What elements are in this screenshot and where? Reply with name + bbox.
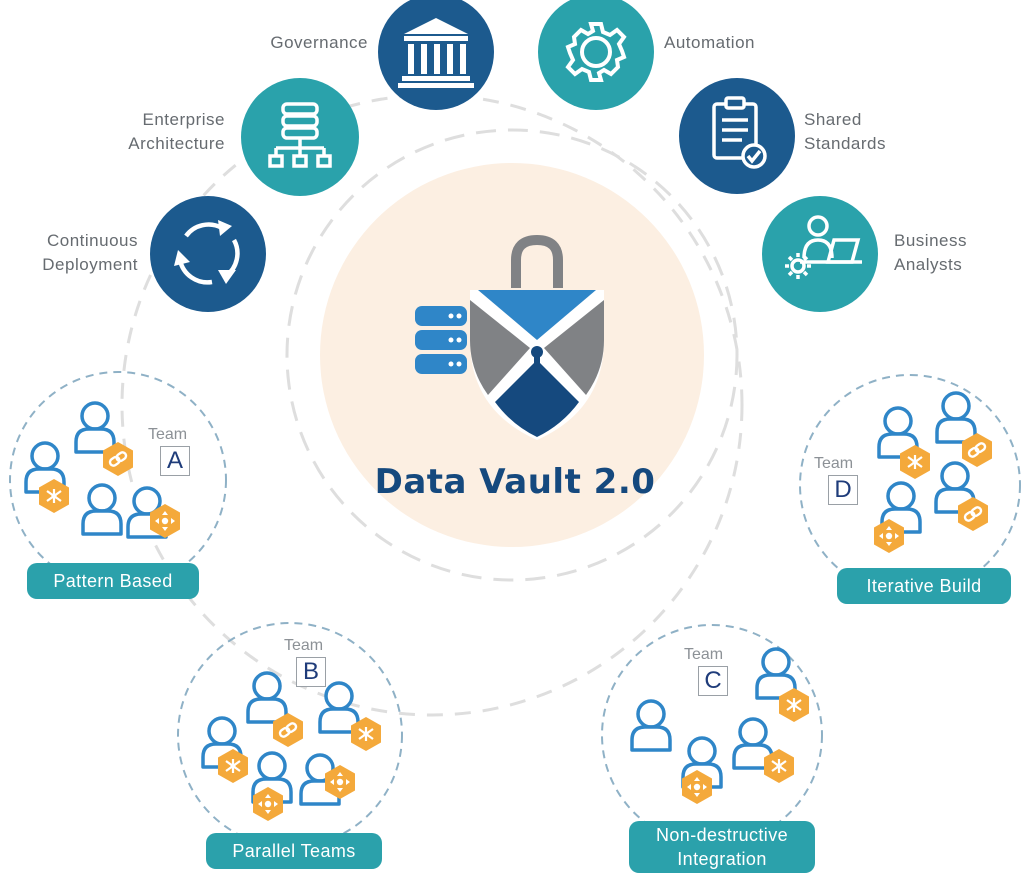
- team-d-letter: D: [828, 475, 858, 505]
- gear-icon: [565, 22, 627, 82]
- governance-label: Governance: [270, 33, 368, 52]
- center-title: Data Vault 2.0: [374, 462, 656, 502]
- continuous-deployment-circle: [150, 196, 266, 312]
- institution-building-icon: [398, 18, 474, 88]
- team-b-word: Team: [284, 637, 324, 654]
- database-hierarchy-icon: [268, 102, 332, 168]
- team-d-word: Team: [814, 455, 854, 472]
- governance-circle: [378, 0, 494, 110]
- team-c-letter: C: [698, 666, 728, 696]
- team-a-cluster: [9, 371, 227, 589]
- pattern-based-pill: Pattern Based: [27, 563, 199, 599]
- automation-circle: [538, 0, 654, 110]
- team-c-word: Team: [684, 646, 724, 663]
- inner-ring: [285, 128, 739, 582]
- iterative-build-pill: Iterative Build: [837, 568, 1011, 604]
- parallel-teams-pill: Parallel Teams: [206, 833, 382, 869]
- team-b-letter: B: [296, 657, 326, 687]
- automation-label: Automation: [664, 33, 755, 52]
- non-destructive-integration-pill: Non-destructive Integration: [629, 821, 815, 873]
- enterprise-architecture-circle: [241, 78, 359, 196]
- team-a-word: Team: [148, 426, 188, 443]
- analyst-computer-icon: [785, 215, 862, 279]
- team-b-cluster: [177, 622, 403, 848]
- data-vault-logo-icon: [415, 234, 604, 440]
- shared-standards-circle: [679, 78, 795, 194]
- clipboard-check-icon: [712, 96, 767, 169]
- team-a-letter: A: [160, 446, 190, 476]
- business-analysts-circle: [762, 196, 878, 312]
